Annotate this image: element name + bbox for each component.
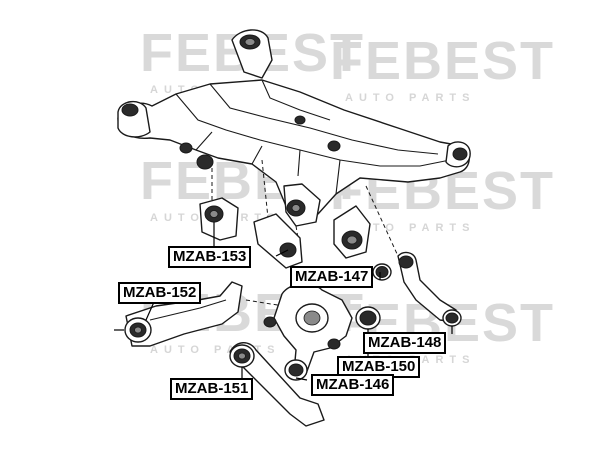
- part-upper-arm-mzab-148: [397, 251, 462, 327]
- callout-mzab-148: MZAB-148: [363, 332, 447, 354]
- part-mzab-153: [199, 197, 239, 241]
- callout-mzab-146: MZAB-146: [311, 374, 395, 396]
- callout-mzab-152: MZAB-152: [118, 282, 202, 304]
- watermark-tagline-top-right: AUTO PARTS: [345, 92, 476, 104]
- watermark-brand-top-right: FEBEST: [330, 31, 556, 91]
- watermark-tagline-mid-right: AUTO PARTS: [345, 222, 476, 234]
- rear-subframe: [117, 29, 471, 259]
- callout-mzab-150: MZAB-150: [337, 356, 421, 378]
- part-lower-arm-mzab-152: [114, 281, 243, 347]
- callout-mzab-153: MZAB-153: [168, 246, 252, 268]
- part-mzab-147: [372, 263, 392, 281]
- part-trailing-link-mzab-151: [229, 342, 325, 427]
- callout-mzab-147: MZAB-147: [290, 266, 374, 288]
- part-mzab-146: [284, 359, 308, 381]
- callout-mzab-151: MZAB-151: [170, 378, 254, 400]
- part-mzab-150: [355, 306, 381, 330]
